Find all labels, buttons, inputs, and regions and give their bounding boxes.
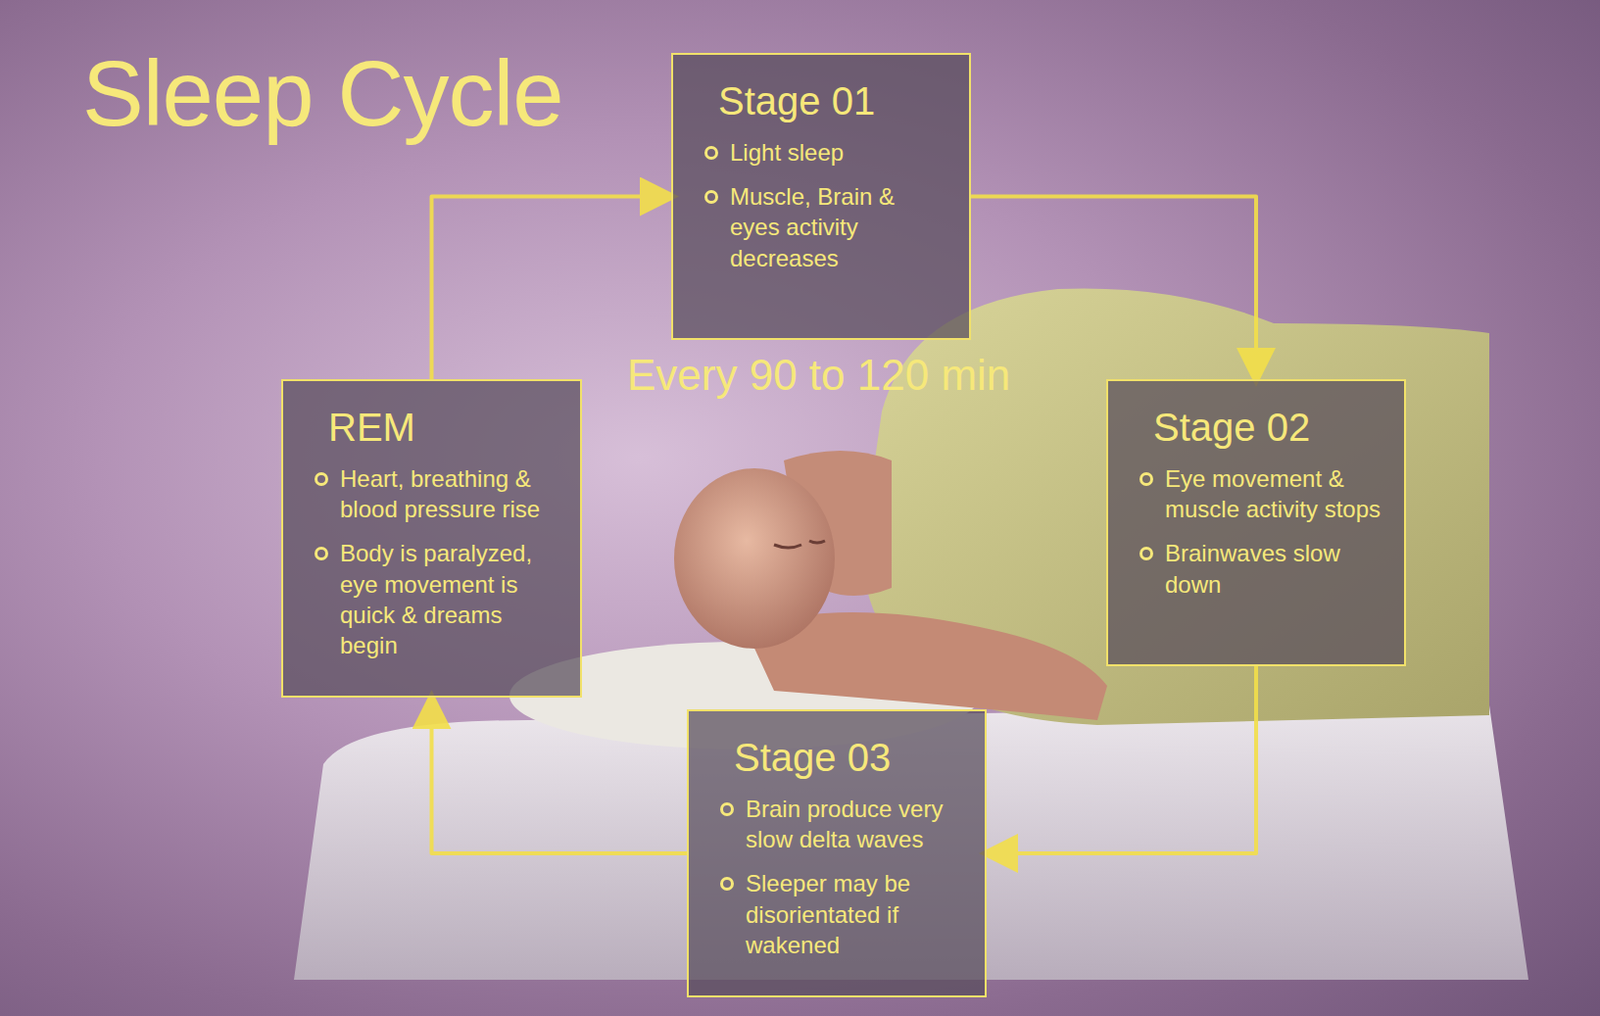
stage-heading: Stage 01	[718, 78, 948, 124]
cycle-arrow	[970, 196, 1257, 381]
stage-bullet: Light sleep	[702, 137, 948, 168]
diagram-title: Sleep Cycle	[82, 41, 564, 147]
stage-bullet: Brainwaves slow down	[1137, 537, 1383, 599]
cycle-arrow	[986, 666, 1257, 854]
stage-box: Stage 01 Light sleepMuscle, Brain & eyes …	[671, 52, 971, 340]
stage-bullet: Heart, breathing & blood pressure rise	[312, 463, 559, 525]
stage-box: Stage 03 Brain produce very slow delta wa…	[686, 709, 987, 998]
stage-bullet: Sleeper may be disorientated if wakened	[718, 868, 964, 961]
cycle-duration-label: Every 90 to 120 min	[627, 350, 1011, 400]
stage-heading: Stage 03	[733, 734, 964, 780]
head	[674, 468, 835, 649]
closed-eye	[774, 544, 802, 548]
stage-heading: REM	[328, 404, 559, 450]
stage-box: REM Heart, breathing & blood pressure ris…	[281, 379, 582, 698]
stage-bullet: Muscle, Brain & eyes activity decreases	[702, 181, 948, 274]
cycle-arrow	[432, 697, 688, 854]
stage-heading: Stage 02	[1153, 404, 1383, 450]
stage-bullet: Brain produce very slow delta waves	[718, 793, 964, 855]
stage-box: Stage 02 Eye movement & muscle activity s…	[1106, 379, 1407, 667]
stage-bullet: Eye movement & muscle activity stops	[1137, 463, 1383, 525]
closed-eye	[809, 540, 825, 543]
stage-bullet: Body is paralyzed, eye movement is quick…	[312, 537, 559, 661]
